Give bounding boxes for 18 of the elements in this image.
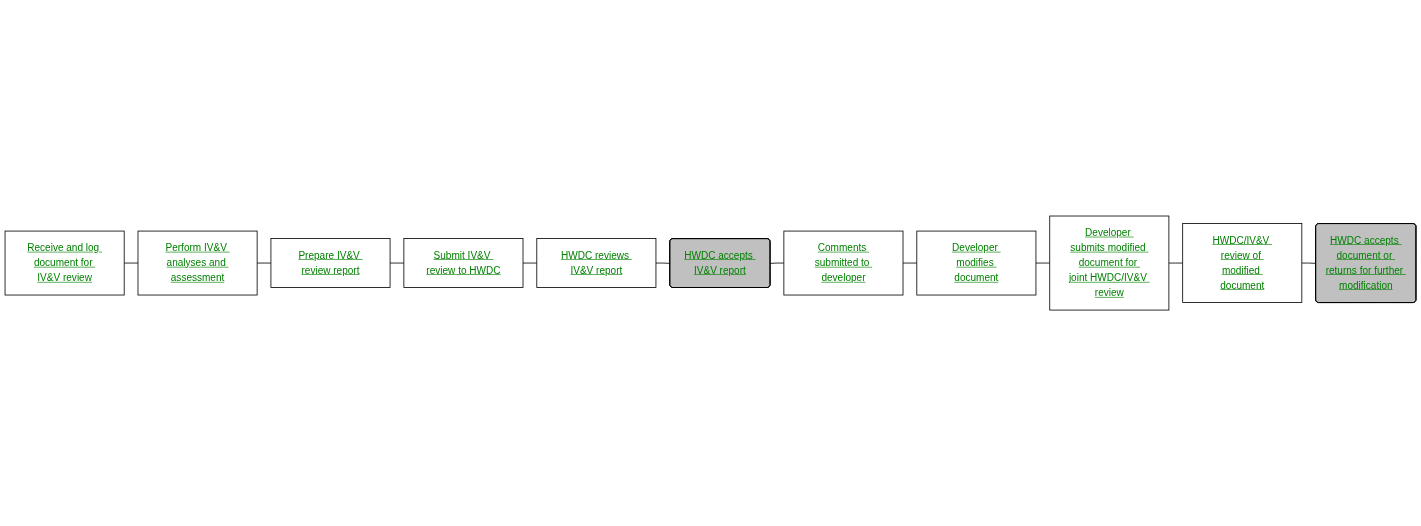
node-box: HWDC/IV&V review of modified document	[1182, 223, 1303, 303]
node-box: Comments submitted to developer	[783, 230, 904, 296]
node-box: Submit IV&V review to HWDC	[403, 238, 524, 288]
node-box: Receive and log document for IV&V review	[4, 230, 125, 296]
connector	[389, 262, 405, 264]
connector	[1301, 262, 1317, 264]
connector	[123, 262, 139, 264]
connector	[770, 262, 785, 264]
node-box: HWDC reviews IV&V report	[536, 238, 657, 288]
connector	[1035, 262, 1051, 264]
connector	[256, 262, 272, 264]
connector	[1168, 262, 1184, 264]
connector	[902, 262, 918, 264]
node-box: Developer modifies document	[916, 230, 1037, 296]
node-box: Prepare IV&V review report	[270, 238, 391, 288]
node-box: Perform IV&V analyses and assessment	[137, 230, 258, 296]
connector	[522, 262, 538, 264]
node-box: Developer submits modified document for joint HWDC/IV&V review	[1049, 215, 1170, 311]
